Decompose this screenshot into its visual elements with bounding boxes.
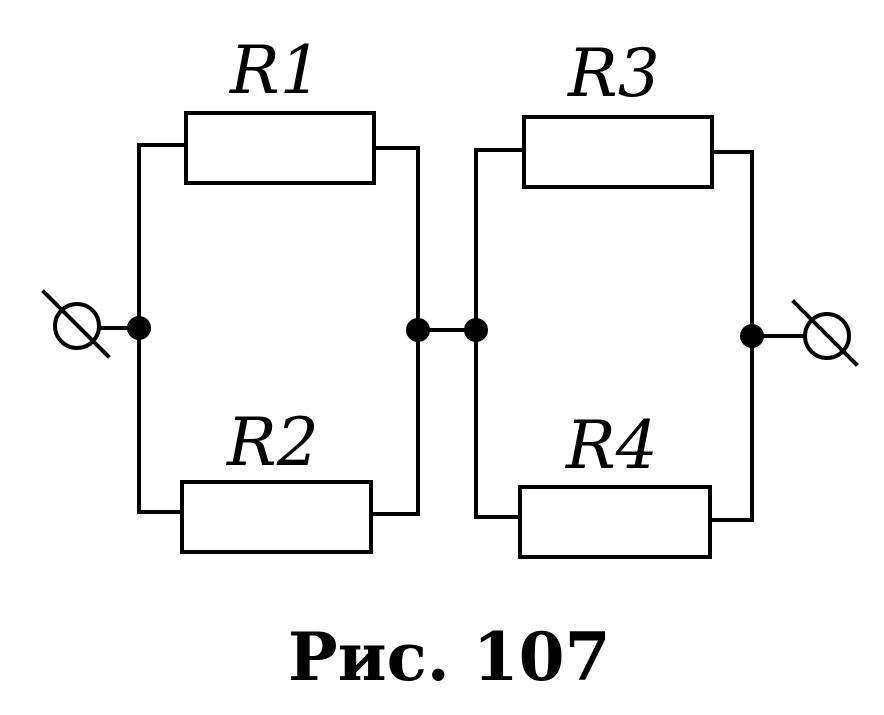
figure-caption: Рис. 107 — [288, 618, 611, 696]
resistor-r4 — [518, 485, 712, 559]
label-r2: R2 — [226, 404, 319, 481]
label-r1: R1 — [229, 32, 322, 109]
terminal-right-icon — [791, 299, 859, 367]
label-r3: R3 — [567, 35, 660, 112]
terminal-left-icon — [41, 289, 111, 359]
junction-node-left — [127, 316, 151, 340]
resistor-r1 — [184, 111, 376, 185]
junction-node-middle-left — [406, 318, 430, 342]
resistor-r3 — [522, 115, 714, 189]
resistor-r2 — [180, 480, 373, 554]
junction-node-middle-right — [464, 318, 488, 342]
label-r4: R4 — [565, 407, 658, 484]
junction-node-right — [740, 324, 764, 348]
